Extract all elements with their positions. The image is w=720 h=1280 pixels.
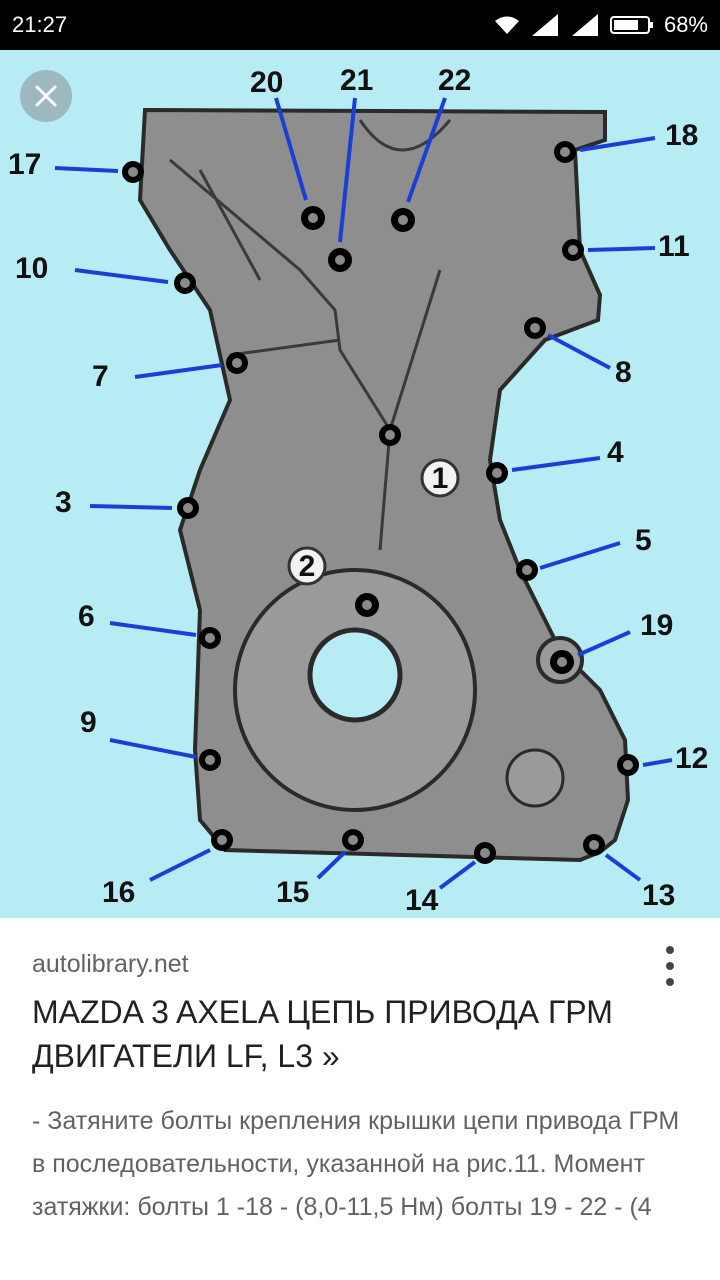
label-11: 11 bbox=[658, 230, 690, 263]
label-7: 7 bbox=[92, 360, 109, 393]
bolt-holes bbox=[122, 141, 639, 864]
battery-icon bbox=[609, 16, 653, 34]
result-title[interactable]: MAZDA 3 AXELA ЦЕПЬ ПРИВОДА ГРМ ДВИГАТЕЛИ… bbox=[32, 994, 613, 1074]
close-icon bbox=[35, 85, 57, 107]
more-options-button[interactable] bbox=[655, 942, 685, 990]
status-time: 21:27 bbox=[12, 12, 68, 37]
label-4: 4 bbox=[607, 436, 624, 469]
battery-percent: 68% bbox=[663, 12, 708, 37]
signal-icon bbox=[571, 14, 598, 36]
label-8: 8 bbox=[615, 356, 632, 389]
label-22: 22 bbox=[438, 64, 471, 97]
label-6: 6 bbox=[78, 600, 95, 633]
svg-text:2: 2 bbox=[299, 550, 316, 583]
label-16: 16 bbox=[102, 876, 135, 909]
label-20: 20 bbox=[250, 66, 283, 99]
wifi-icon bbox=[494, 16, 519, 34]
timing-cover-diagram: 1 2 20 21 22 17 18 10 11 7 8 4 3 5 6 19 … bbox=[8, 64, 708, 917]
label-21: 21 bbox=[340, 64, 373, 97]
image-viewer: 1 2 20 21 22 17 18 10 11 7 8 4 3 5 6 19 … bbox=[0, 50, 720, 918]
label-9: 9 bbox=[80, 706, 97, 739]
label-5: 5 bbox=[635, 524, 652, 557]
signal-icon bbox=[531, 14, 558, 36]
label-19: 19 bbox=[640, 609, 673, 642]
bolt-number-labels: 20 21 22 17 18 10 11 7 8 4 3 5 6 19 9 12… bbox=[8, 64, 708, 917]
pointer-arrows bbox=[54, 97, 673, 890]
close-button[interactable] bbox=[20, 70, 72, 122]
result-description: - Затяните болты крепления крышки цепи п… bbox=[32, 1107, 680, 1221]
sequence-circle-1: 1 bbox=[420, 458, 460, 498]
label-18: 18 bbox=[665, 119, 698, 152]
label-17: 17 bbox=[8, 148, 41, 181]
label-13: 13 bbox=[642, 879, 675, 912]
status-bar: 21:27 68% bbox=[0, 0, 720, 50]
result-info-panel bbox=[0, 918, 720, 1280]
label-15: 15 bbox=[276, 876, 309, 909]
sequence-circle-2: 2 bbox=[287, 546, 327, 586]
label-12: 12 bbox=[675, 742, 708, 775]
status-icons: 68% bbox=[494, 12, 708, 38]
more-vert-icon bbox=[666, 946, 674, 954]
source-link[interactable]: autolibrary.net bbox=[32, 950, 189, 978]
label-10: 10 bbox=[15, 252, 48, 285]
svg-text:1: 1 bbox=[432, 462, 449, 495]
label-14: 14 bbox=[405, 884, 439, 917]
label-3: 3 bbox=[55, 486, 72, 519]
